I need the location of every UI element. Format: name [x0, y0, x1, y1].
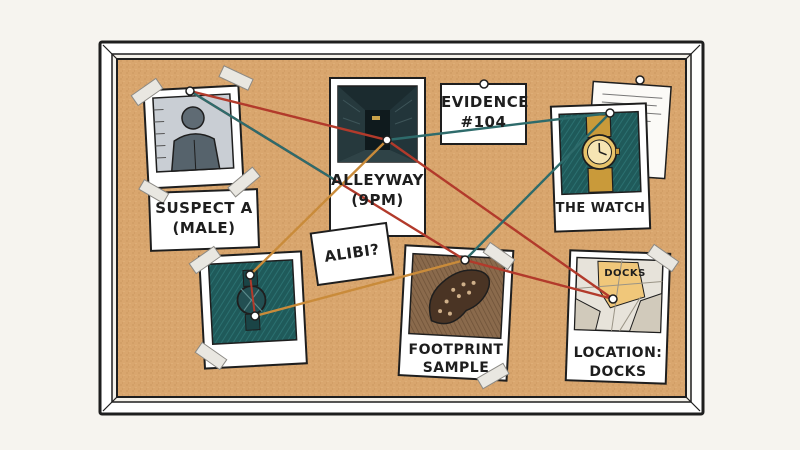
alleyway-photo — [337, 85, 418, 163]
string-teal — [188, 89, 337, 182]
suspect-label-line1: SUSPECT A — [155, 199, 253, 217]
alibi-note-card — [309, 221, 395, 287]
pushpin-icon — [605, 108, 615, 118]
footprint-photo — [408, 252, 506, 340]
footprint-photo-card — [397, 241, 516, 390]
pushpin-icon — [479, 79, 489, 89]
suspect-label-line2: (MALE) — [172, 219, 236, 237]
string-red — [249, 274, 256, 317]
evidence-label-line1: EVIDENCE — [441, 93, 529, 111]
location-label-line1: LOCATION: — [573, 345, 663, 361]
docks-map-card — [564, 243, 680, 385]
alleyway-label-line1: ALLEYWAY — [331, 171, 424, 189]
pushpin-icon — [185, 86, 195, 96]
tape-strip — [482, 241, 516, 271]
string-teal — [248, 138, 389, 277]
tape-strip — [138, 178, 170, 204]
pushpin-icon — [382, 135, 392, 145]
string-teal — [253, 258, 467, 318]
connection-strings — [188, 89, 615, 318]
suspect-photo-card — [130, 65, 261, 252]
suspect-mugshot — [152, 93, 235, 173]
string-red — [385, 138, 615, 301]
pushpin-icon — [635, 75, 645, 85]
tape-strip — [194, 341, 228, 371]
footprint-label-line2: SAMPLE — [422, 360, 490, 376]
string-red — [463, 258, 615, 301]
pushpin-icon — [245, 270, 255, 280]
tape-strip — [646, 243, 680, 273]
pushpin-icon — [460, 255, 470, 265]
tape-strip — [227, 166, 261, 198]
watch-label: THE WATCH — [555, 201, 646, 216]
tape-strip — [218, 65, 254, 91]
footprint-label-line1: FOOTPRINT — [408, 342, 504, 358]
string-teal — [385, 111, 612, 142]
tape-strip — [130, 77, 164, 107]
tape-strip — [476, 362, 510, 390]
string-teal — [463, 111, 612, 262]
alleyway-label-line2: (9PM) — [351, 191, 404, 209]
pushpins — [185, 75, 645, 321]
evidence-note-card — [440, 83, 527, 145]
evidence-label-line2: #104 — [460, 113, 507, 131]
pushpin-icon — [608, 294, 618, 304]
location-label-line2: DOCKS — [589, 364, 647, 380]
tape-strip — [188, 245, 222, 275]
pushpin-icon — [250, 311, 260, 321]
string-red — [188, 89, 389, 142]
map-docks-label: DOCKS — [604, 268, 646, 279]
